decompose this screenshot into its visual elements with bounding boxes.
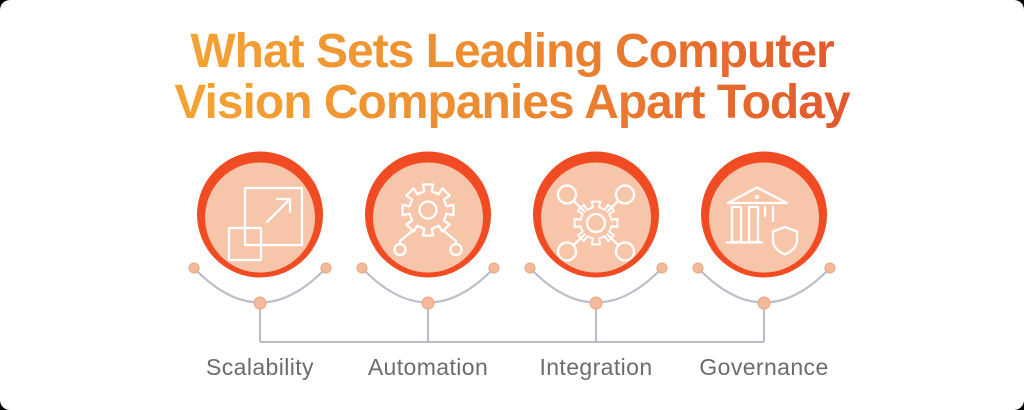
pediment-dot: [754, 194, 760, 200]
gear-outline: [573, 200, 619, 246]
stage-integration: [524, 151, 668, 342]
gear-hub: [585, 212, 607, 234]
left-node-circle: [393, 242, 407, 257]
node-top-right: [614, 184, 636, 205]
stage-label-governance: Governance: [699, 354, 829, 380]
arc-dot-bottom: [421, 296, 435, 310]
arc-dot-left: [356, 262, 368, 274]
stage-label-scalability: Scalability: [206, 354, 314, 380]
gear-connectors-icon: [393, 183, 463, 257]
arc-dot-left: [524, 262, 536, 274]
arc-dot-right: [824, 262, 836, 274]
arc-dot-left: [188, 262, 200, 274]
arc-dot-right: [320, 262, 332, 274]
node-bottom-right: [614, 241, 636, 262]
spoke-top-right: [606, 199, 620, 213]
gear-outline: [401, 183, 455, 237]
arc-dot-bottom: [757, 296, 771, 310]
arc-dot-right: [488, 262, 500, 274]
spoke-top-left: [572, 199, 586, 213]
gear-hub: [418, 200, 438, 220]
stage-scalability: [188, 151, 332, 342]
right-node-circle: [449, 242, 463, 257]
stage-governance: [692, 151, 836, 342]
spoke-bottom-right: [606, 233, 620, 247]
node-top-left: [556, 184, 578, 205]
shield-outline: [771, 225, 799, 256]
stage-disc: [541, 162, 651, 273]
spoke-bottom-left: [572, 233, 586, 247]
scale-expand-icon: [227, 186, 304, 262]
arc-dot-bottom: [589, 296, 603, 310]
arc-dot-bottom: [253, 296, 267, 310]
stage-automation: [356, 151, 500, 342]
stage-disc: [709, 162, 819, 273]
bank-shield-icon: [725, 186, 799, 256]
stage-label-automation: Automation: [367, 354, 489, 380]
node-bottom-left: [556, 241, 578, 262]
arc-dot-left: [692, 262, 704, 274]
stage-label-integration: Integration: [539, 354, 653, 380]
arc-dot-right: [656, 262, 668, 274]
gear-network-icon: [556, 184, 636, 262]
pediment-roof: [726, 186, 789, 205]
